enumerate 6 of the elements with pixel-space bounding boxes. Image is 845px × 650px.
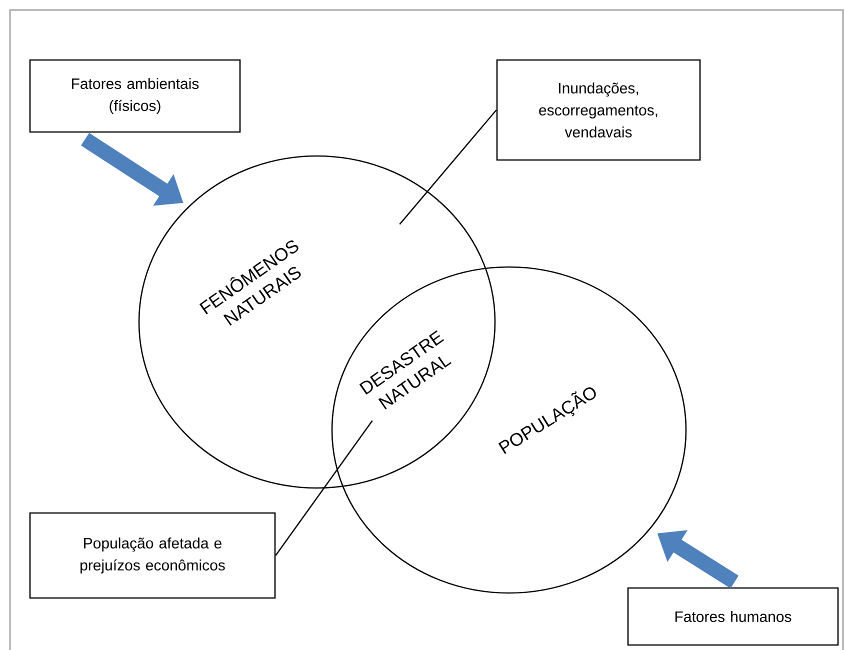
text-box: Fatores humanos	[627, 587, 839, 646]
text-box: Fatores ambientais (físicos)	[29, 59, 241, 133]
text-box: População afetada e prejuízos econômicos	[29, 512, 276, 599]
text-box: Inundações, escorregamentos, vendavais	[496, 59, 701, 161]
leader-line	[275, 420, 373, 556]
leader-line	[399, 110, 497, 225]
